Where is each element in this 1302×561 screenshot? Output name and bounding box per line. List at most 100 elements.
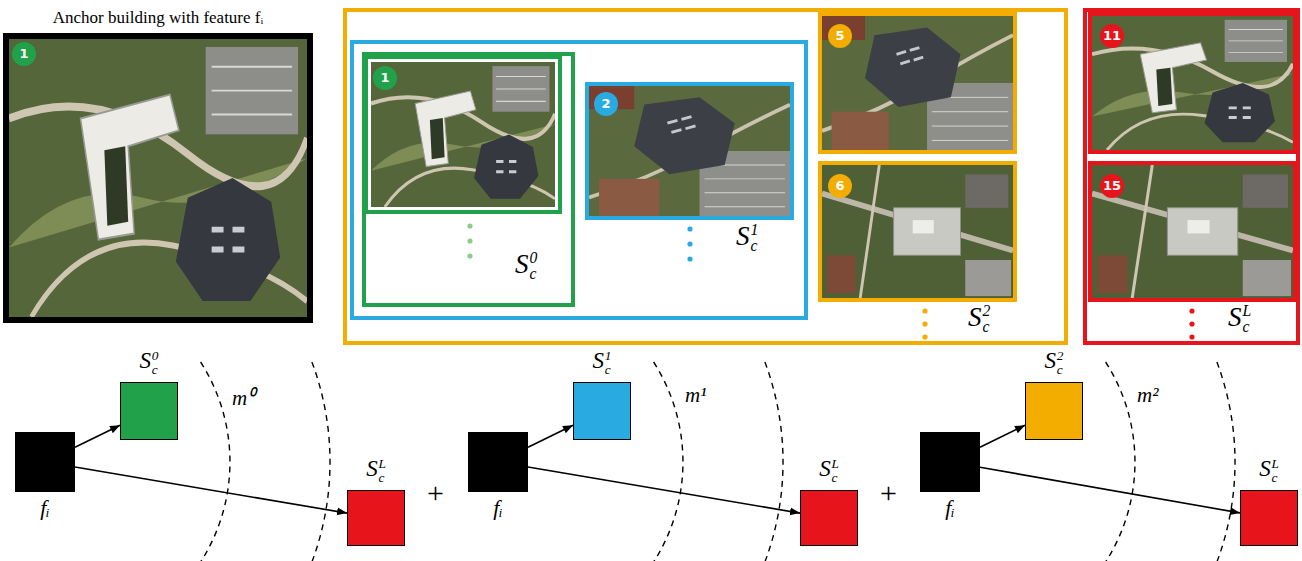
- set-square: ScL: [800, 490, 858, 546]
- photo-frame: [1090, 163, 1295, 300]
- math-index: c: [1057, 363, 1064, 377]
- set-square: ScL: [347, 490, 405, 546]
- illustration-part: [467, 223, 472, 228]
- building-photo: [822, 16, 1013, 150]
- set-label: Sc2: [1045, 349, 1064, 377]
- math-index: 0: [152, 349, 159, 363]
- photo-frame: [366, 57, 560, 212]
- math-index: 2: [982, 303, 990, 319]
- margin-label: m²: [1137, 383, 1158, 408]
- set-square: Sc2: [1025, 382, 1083, 440]
- math-indices: c0: [152, 349, 159, 377]
- math-indices: c2: [982, 303, 990, 336]
- ellipsis-dots: [467, 223, 472, 258]
- math-index: 0: [529, 250, 537, 266]
- illustration-part: [1106, 362, 1135, 561]
- math-index: c: [982, 319, 990, 335]
- math-index: c: [152, 363, 159, 377]
- set-label: ScL: [1259, 457, 1279, 485]
- illustration-part: [922, 308, 927, 313]
- set-label: Sc0: [515, 250, 537, 283]
- illustration-part: [201, 362, 230, 561]
- illustration-part: [1189, 308, 1194, 313]
- feature-label: fᵢ: [945, 497, 955, 519]
- ellipsis-dots: [687, 226, 692, 261]
- arrow-connector: [75, 425, 120, 447]
- set-label: Sc2: [968, 303, 990, 336]
- building-photo: [822, 165, 1013, 298]
- math-indices: c1: [750, 222, 758, 255]
- math-symbol: S: [819, 456, 831, 481]
- illustration-part: [1189, 334, 1194, 339]
- illustration-part: [687, 226, 692, 231]
- math-symbol: S: [366, 456, 378, 481]
- math-index: c: [831, 471, 838, 485]
- math-indices: cL: [831, 457, 838, 485]
- math-symbol: S: [1045, 348, 1057, 373]
- math-symbol: S: [1259, 456, 1271, 481]
- math-symbol: S: [593, 348, 605, 373]
- margin-arcs: [201, 362, 1235, 561]
- callout-number: 6: [828, 174, 852, 198]
- set-label: ScL: [1228, 303, 1251, 336]
- photo-inner-frame: [370, 61, 557, 209]
- illustration-part: [654, 362, 683, 561]
- math-index: c: [378, 471, 385, 485]
- illustration-part: [312, 362, 330, 561]
- illustration-part: [765, 362, 783, 561]
- math-indices: cL: [378, 457, 385, 485]
- set-box: Sc0Sc1Sc2: [343, 8, 1068, 345]
- callout-number: 2: [594, 92, 618, 116]
- math-index: c: [750, 238, 758, 254]
- feature-label: fᵢ: [493, 497, 503, 519]
- photo-frame: [820, 163, 1015, 300]
- feature-square: fᵢ: [15, 432, 75, 492]
- illustration-part: [467, 253, 472, 258]
- math-symbol: S: [1228, 302, 1242, 332]
- math-index: L: [1271, 457, 1278, 471]
- math-index: c: [1271, 471, 1278, 485]
- anchor-box: Anchor building with feature fᵢ: [3, 33, 313, 323]
- set-label: Sc1: [736, 222, 758, 255]
- math-symbol: S: [140, 348, 152, 373]
- arrow-connector: [75, 467, 347, 513]
- math-symbol: S: [736, 221, 750, 251]
- math-index: c: [1242, 319, 1251, 335]
- set-label: Sc0: [140, 349, 159, 377]
- margin-label: m¹: [685, 383, 706, 408]
- arrow-connector: [528, 425, 573, 447]
- math-index: c: [529, 266, 537, 282]
- building-photo: [1092, 165, 1293, 298]
- set-square: Sc0: [120, 382, 178, 440]
- building-photo: [589, 86, 790, 216]
- arrow-connector: [528, 467, 800, 513]
- callout-number: 1: [12, 42, 36, 66]
- callout-number: 5: [828, 24, 852, 48]
- feature-square: fᵢ: [920, 432, 980, 492]
- set-square: ScL: [1240, 490, 1298, 546]
- math-indices: cL: [1242, 303, 1251, 336]
- feature-square: fᵢ: [468, 432, 528, 492]
- illustration-part: [687, 241, 692, 246]
- math-index: L: [1242, 303, 1251, 319]
- math-index: 1: [750, 222, 758, 238]
- margin-label: m⁰: [232, 383, 254, 411]
- set-label: Sc1: [593, 349, 612, 377]
- arrow-connector: [980, 467, 1240, 513]
- callout-number: 15: [1100, 174, 1124, 198]
- math-indices: c0: [529, 250, 537, 283]
- math-symbol: S: [968, 302, 982, 332]
- photo-frame: [820, 14, 1015, 152]
- math-index: 2: [1057, 349, 1064, 363]
- math-index: 1: [605, 349, 612, 363]
- illustration-part: [922, 334, 927, 339]
- photo-frame: [1090, 14, 1295, 152]
- arrow-connector: [980, 425, 1025, 447]
- math-index: c: [605, 363, 612, 377]
- math-index: L: [831, 457, 838, 471]
- building-photo: [1092, 16, 1293, 150]
- math-index: L: [378, 457, 385, 471]
